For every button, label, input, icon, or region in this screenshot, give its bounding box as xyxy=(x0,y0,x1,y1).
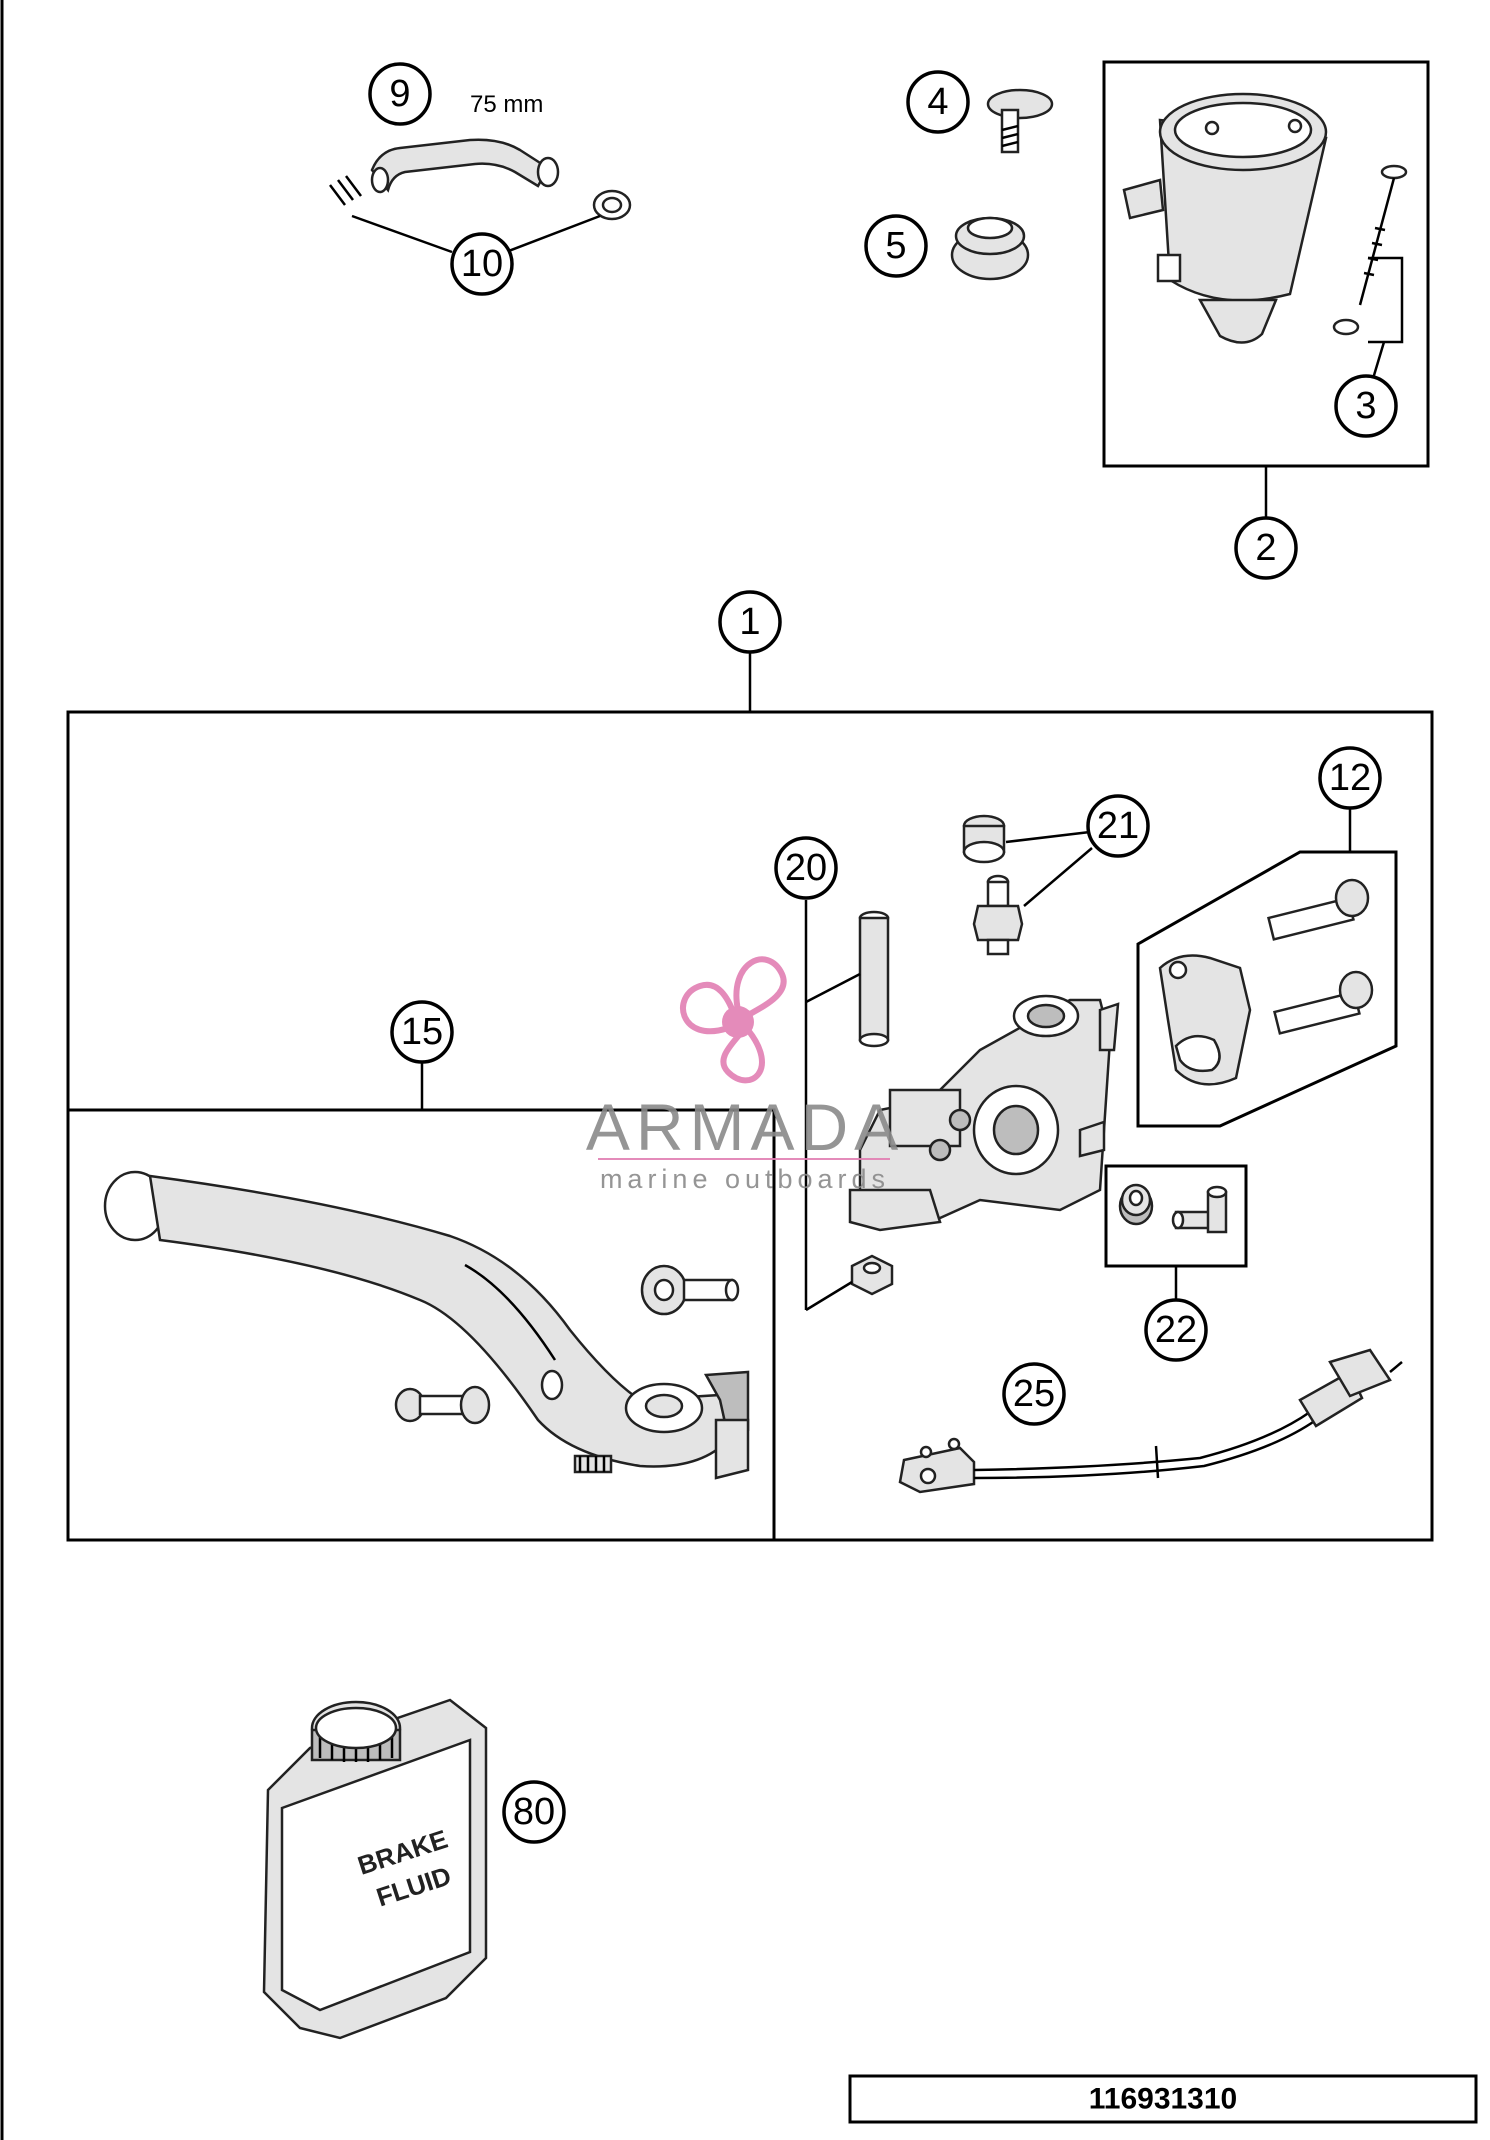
lever-pivot-bolt xyxy=(394,1385,491,1425)
callout-2: 2 xyxy=(1234,516,1298,580)
callout-25-label: 25 xyxy=(1013,1373,1055,1415)
master-cylinder-body xyxy=(848,994,1120,1232)
callout-20-label: 20 xyxy=(785,847,827,889)
lever-spring xyxy=(573,1454,613,1474)
callout-9-label: 9 xyxy=(389,73,410,115)
callout-15-label: 15 xyxy=(401,1011,443,1053)
fitting-elbow-part-22 xyxy=(1171,1185,1228,1234)
lever-part-15 xyxy=(103,1170,750,1480)
callout-1: 1 xyxy=(718,590,782,654)
leader-10-right xyxy=(505,214,601,254)
callout-80-label: 80 xyxy=(513,1791,555,1833)
master-cylinder-assembly-frame xyxy=(66,710,1434,1542)
document-number-box xyxy=(848,2074,1478,2124)
callout-21: 21 xyxy=(1086,794,1150,858)
leader-20-nut xyxy=(805,1280,853,1312)
callout-4-label: 4 xyxy=(927,81,948,123)
bleeder-screw-part-21 xyxy=(972,874,1024,956)
hose-part-9 xyxy=(370,138,560,194)
watermark-title: ARMADA xyxy=(586,1090,904,1164)
brake-switch-part-25 xyxy=(898,1348,1403,1494)
screw-part-4 xyxy=(986,88,1054,154)
callout-4: 4 xyxy=(906,70,970,134)
callout-1-label: 1 xyxy=(739,601,760,643)
callout-10-label: 10 xyxy=(461,243,503,285)
clamp-kit-frame xyxy=(1136,850,1398,1128)
callout-25: 25 xyxy=(1002,1362,1066,1426)
callout-12-label: 12 xyxy=(1329,757,1371,799)
callout-3-label: 3 xyxy=(1355,385,1376,427)
clamp-bolt-upper xyxy=(1267,878,1370,941)
callout-15: 15 xyxy=(390,1000,454,1064)
callout-5-label: 5 xyxy=(885,225,906,267)
callout-80: 80 xyxy=(502,1780,566,1844)
callout-3: 3 xyxy=(1334,374,1398,438)
hose-clamp-left-10 xyxy=(329,175,362,206)
document-number: 116931310 xyxy=(1089,2083,1238,2116)
dimension-label: 75 mm xyxy=(470,91,543,118)
watermark-subtitle: marine outboards xyxy=(600,1164,890,1194)
callout-5: 5 xyxy=(864,214,928,278)
callout-21-label: 21 xyxy=(1097,805,1139,847)
leader-3-bracket xyxy=(1368,256,1404,344)
handlebar-clamp-part-12 xyxy=(1158,954,1252,1086)
lever-adjuster xyxy=(640,1264,740,1316)
callout-12: 12 xyxy=(1318,746,1382,810)
callout-20: 20 xyxy=(774,836,838,900)
brake-fluid-bottle-part-80: BRAKE FLUID xyxy=(262,1698,488,2040)
callout-22: 22 xyxy=(1144,1298,1208,1362)
callout-2-label: 2 xyxy=(1255,527,1276,569)
fitting-nut-part-22 xyxy=(1118,1183,1154,1226)
clamp-bolt-lower xyxy=(1273,970,1374,1035)
lever-subframe xyxy=(68,1108,776,1540)
bleeder-cap-part-21 xyxy=(962,814,1006,864)
leader-21-screw xyxy=(1023,847,1093,907)
grommet-part-5 xyxy=(950,216,1030,281)
propeller-logo-icon xyxy=(680,956,787,1084)
reservoir-part xyxy=(1122,92,1328,344)
pivot-pin-part-20 xyxy=(858,910,890,1048)
leader-10-left xyxy=(351,214,453,254)
callout-9: 9 xyxy=(368,62,432,126)
callout-10: 10 xyxy=(450,232,514,296)
hose-clamp-right-10 xyxy=(592,189,632,221)
leader-21-cap xyxy=(1005,830,1091,844)
armada-watermark: ARMADA marine outboards xyxy=(586,956,904,1194)
callout-22-label: 22 xyxy=(1155,1309,1197,1351)
leader-20-pin xyxy=(805,972,861,1004)
reservoir-screw-part-3 xyxy=(1332,164,1408,336)
pivot-nut xyxy=(850,1254,894,1296)
